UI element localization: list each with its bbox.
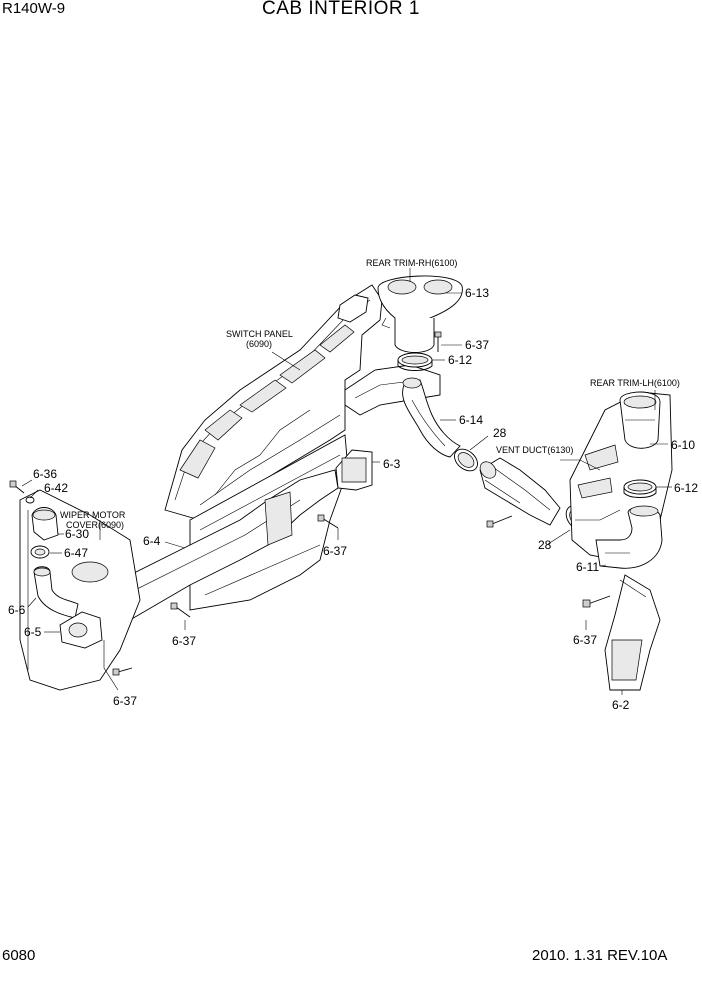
wiper-motor-cover-drawing bbox=[19, 489, 141, 691]
label-6-37-top: 6-37 bbox=[465, 338, 489, 352]
label-6-37-middle: 6-37 bbox=[323, 544, 347, 558]
label-6-36: 6-36 bbox=[33, 467, 57, 481]
label-6-5: 6-5 bbox=[24, 625, 42, 639]
switch-panel-drawing bbox=[164, 284, 441, 521]
callout-switch-panel-ref: (6090) bbox=[246, 339, 272, 349]
washer-6-42-drawing bbox=[25, 496, 35, 504]
label-6-47: 6-47 bbox=[64, 546, 88, 560]
part-6-5-drawing bbox=[59, 611, 103, 649]
part-28-top-clamp-drawing bbox=[454, 448, 478, 472]
part-6-11-elbow-drawing bbox=[595, 505, 663, 569]
label-6-2: 6-2 bbox=[612, 698, 630, 712]
label-6-12-right: 6-12 bbox=[674, 481, 698, 495]
vent-duct-drawing bbox=[479, 457, 561, 526]
label-6-13: 6-13 bbox=[465, 286, 489, 300]
part-6-10-drawing bbox=[619, 391, 661, 449]
label-6-11: 6-11 bbox=[576, 560, 599, 574]
revision-date: 2010. 1.31 REV.10A bbox=[532, 947, 668, 964]
screw-6-36-drawing bbox=[9, 480, 25, 494]
callout-vent-duct: VENT DUCT(6130) bbox=[496, 445, 573, 455]
part-6-13-drawing bbox=[377, 275, 463, 353]
part-6-2-duct-drawing bbox=[604, 574, 661, 691]
label-6-4: 6-4 bbox=[143, 534, 161, 548]
label-6-42: 6-42 bbox=[44, 481, 68, 495]
callout-switch-panel: SWITCH PANEL bbox=[226, 329, 293, 339]
screw-6-37-bottom-drawing bbox=[112, 667, 133, 676]
label-28-top: 28 bbox=[493, 426, 507, 440]
label-6-10: 6-10 bbox=[671, 438, 695, 452]
part-6-12-right-drawing bbox=[623, 479, 657, 498]
part-6-30-drawing bbox=[31, 507, 59, 541]
part-6-6-hose-drawing bbox=[33, 566, 79, 619]
label-28-bottom: 28 bbox=[538, 538, 552, 552]
part-6-47-drawing bbox=[30, 545, 50, 559]
screw-6-37-right-drawing bbox=[582, 595, 611, 608]
leader-lines bbox=[21, 268, 672, 695]
callout-rear-trim-lh: REAR TRIM-LH(6100) bbox=[590, 378, 680, 388]
screw-6-37-middle-drawing bbox=[317, 514, 339, 529]
label-6-37-lower: 6-37 bbox=[172, 634, 196, 648]
screw-vent-duct-drawing bbox=[486, 515, 513, 528]
label-6-37-right: 6-37 bbox=[573, 633, 597, 647]
page-number: 6080 bbox=[2, 947, 36, 964]
label-6-6: 6-6 bbox=[8, 603, 26, 617]
label-6-30: 6-30 bbox=[65, 527, 89, 541]
part-6-12-top-drawing bbox=[397, 352, 433, 371]
screw-6-37-top-drawing bbox=[434, 331, 442, 352]
page-title: CAB INTERIOR 1 bbox=[262, 0, 420, 19]
label-6-12-top: 6-12 bbox=[448, 353, 472, 367]
part-6-14-hose-drawing bbox=[402, 377, 461, 458]
callout-rear-trim-rh: REAR TRIM-RH(6100) bbox=[366, 258, 457, 268]
label-6-37-bottom: 6-37 bbox=[113, 694, 137, 708]
label-6-14: 6-14 bbox=[459, 413, 483, 427]
callout-wiper-motor: WIPER MOTOR bbox=[60, 510, 126, 520]
label-6-3: 6-3 bbox=[383, 457, 401, 471]
callout-wiper-cover: COVER(6090) bbox=[66, 520, 124, 530]
model-number: R140W-9 bbox=[2, 0, 66, 17]
screw-6-37-lower-drawing bbox=[170, 602, 191, 618]
